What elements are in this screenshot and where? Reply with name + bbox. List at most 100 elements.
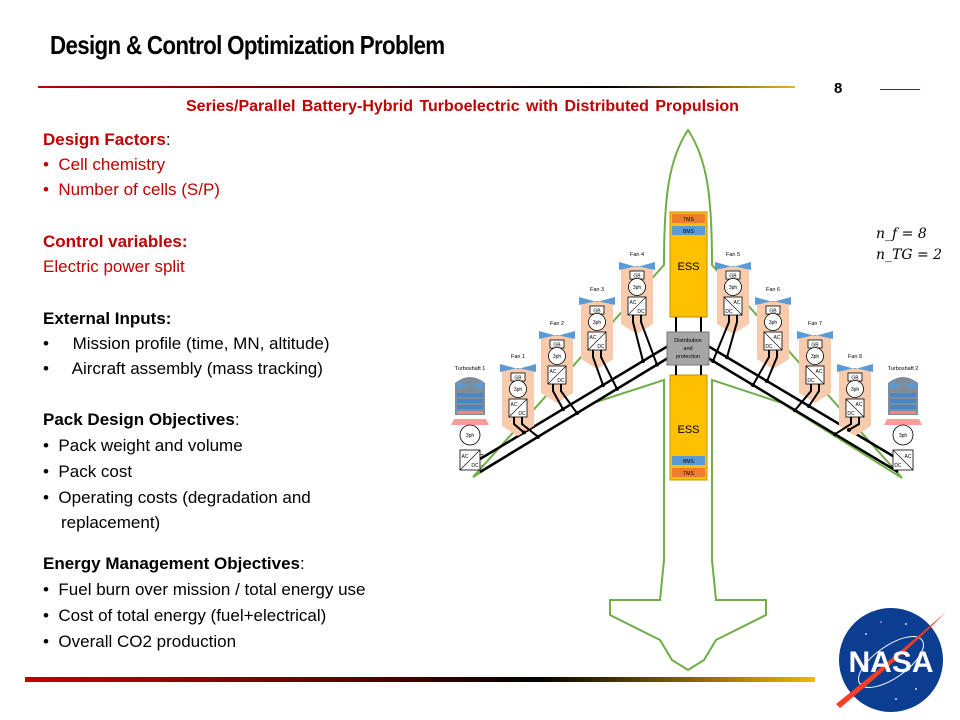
fan-blade-icon [539,331,575,339]
inverter-dc-label: DC [597,344,605,350]
bus-junction [561,407,565,412]
bus-junction [655,362,659,367]
gearbox-label: GB [553,343,561,349]
compressor-stage [890,405,916,409]
inverter-box [805,365,825,385]
gearbox-label: GB [514,376,522,382]
gearbox-box [765,305,781,315]
bus-junction [751,383,755,387]
turboshaft-exhaust [884,419,922,425]
bus-junction [615,386,619,391]
gearbox-box [629,270,645,280]
turboshaft-label: Turboshaft 1 [455,366,486,372]
page-number-dash [880,89,920,90]
tms-box [672,214,705,223]
fan-nacelle [757,301,789,369]
generator-icon [892,424,914,446]
inverter-dc-label: DC [765,344,773,350]
combustor [457,411,483,414]
inverter-diagonal [547,365,567,385]
inverter-diagonal [627,296,647,316]
motor-icon [588,313,606,331]
rectifier-box [892,449,914,471]
inverter-box [508,398,528,418]
compressor-stage [457,405,483,409]
power-bus-line [707,344,899,461]
combustor [890,411,916,414]
inverter-ac-label: AC [734,300,741,306]
turboshaft-exhaust [451,419,489,425]
inverter-dc-label: DC [518,411,526,417]
logo-orbit [858,636,924,688]
fan-label: Fan 6 [766,287,780,293]
fan-bus-lead [766,350,778,382]
motor-icon [628,278,646,296]
subtitle: Series/Parallel Battery-Hybrid Turboelec… [186,98,739,115]
gearbox-box [847,372,863,382]
power-bus-line [479,356,669,474]
control-variable-item: Electric power split [43,257,185,276]
gearbox-label: GB [811,343,819,349]
motor-icon [806,347,824,365]
gearbox-label: GB [633,274,641,280]
turboshaft-label: Turboshaft 2 [888,366,919,372]
energy-mgmt-item: • Cost of total energy (fuel+electrical) [43,606,327,625]
motor-label: 3ph [633,285,642,291]
design-factors-heading: Design Factors: [43,130,171,149]
fan-bus-lead [521,417,539,438]
fan-bus-lead [712,315,730,362]
fan-label: Fan 2 [550,321,564,327]
tms-label: TMS [683,471,694,477]
fan-label: Fan 1 [511,354,525,360]
generator-label: 3ph [466,433,475,439]
inverter-box [763,331,783,351]
inverter-ac-label: AC [816,369,823,375]
bms-label: BMS [683,459,695,465]
page-number: 8 [834,80,843,97]
rectifier-diagonal [459,449,481,471]
inverter-ac-label: AC [856,402,863,408]
fan-bus-lead [640,315,658,366]
motor-label: 3ph [514,387,523,393]
fan-nacelle [799,335,831,403]
inverter-box [627,296,647,316]
inverter-ac-label: AC [590,335,597,341]
nasa-logo: NASA [836,608,946,712]
ess-battery [669,211,708,318]
pack-design-item-cont: replacement) [61,513,161,532]
design-factor-item: • Number of cells (S/P) [43,180,220,199]
motor-label: 3ph [811,354,820,360]
bus-junction [601,383,605,388]
bus-junction [711,359,715,363]
distribution-label: and [683,346,692,352]
gearbox-label: GB [593,309,601,315]
bus-junction [641,359,645,364]
tms-box [672,468,705,477]
inverter-dc-label: DC [557,378,565,384]
energy-mgmt-item: • Overall CO2 production [43,632,237,651]
fan-bus-lead [848,417,860,431]
fan-nacelle [541,335,573,403]
fan-bus-lead [794,384,812,411]
motor-label: 3ph [851,387,860,393]
inverter-box [845,398,865,418]
fan-blade-icon [579,297,615,305]
motor-icon [509,380,527,398]
plus-label: + [889,453,893,459]
distribution-protection-box [666,331,710,366]
rectifier-ac-label: AC [905,454,912,460]
distribution-label: protection [676,354,700,360]
control-variables-heading: Control variables: [43,232,188,251]
title-divider [38,86,795,88]
inverter-ac-label: AC [630,300,637,306]
power-bus-line [707,356,899,474]
bus-junction [575,411,579,416]
bms-box [672,456,705,465]
fan-blade-icon [500,364,536,372]
inverter-diagonal [723,296,743,316]
distribution-label: Distribution [674,338,702,344]
compressor-stage [457,393,483,397]
energy-mgmt-heading: Energy Management Objectives: [43,554,305,573]
fan-blade-icon [797,331,833,339]
motor-icon [548,347,566,365]
